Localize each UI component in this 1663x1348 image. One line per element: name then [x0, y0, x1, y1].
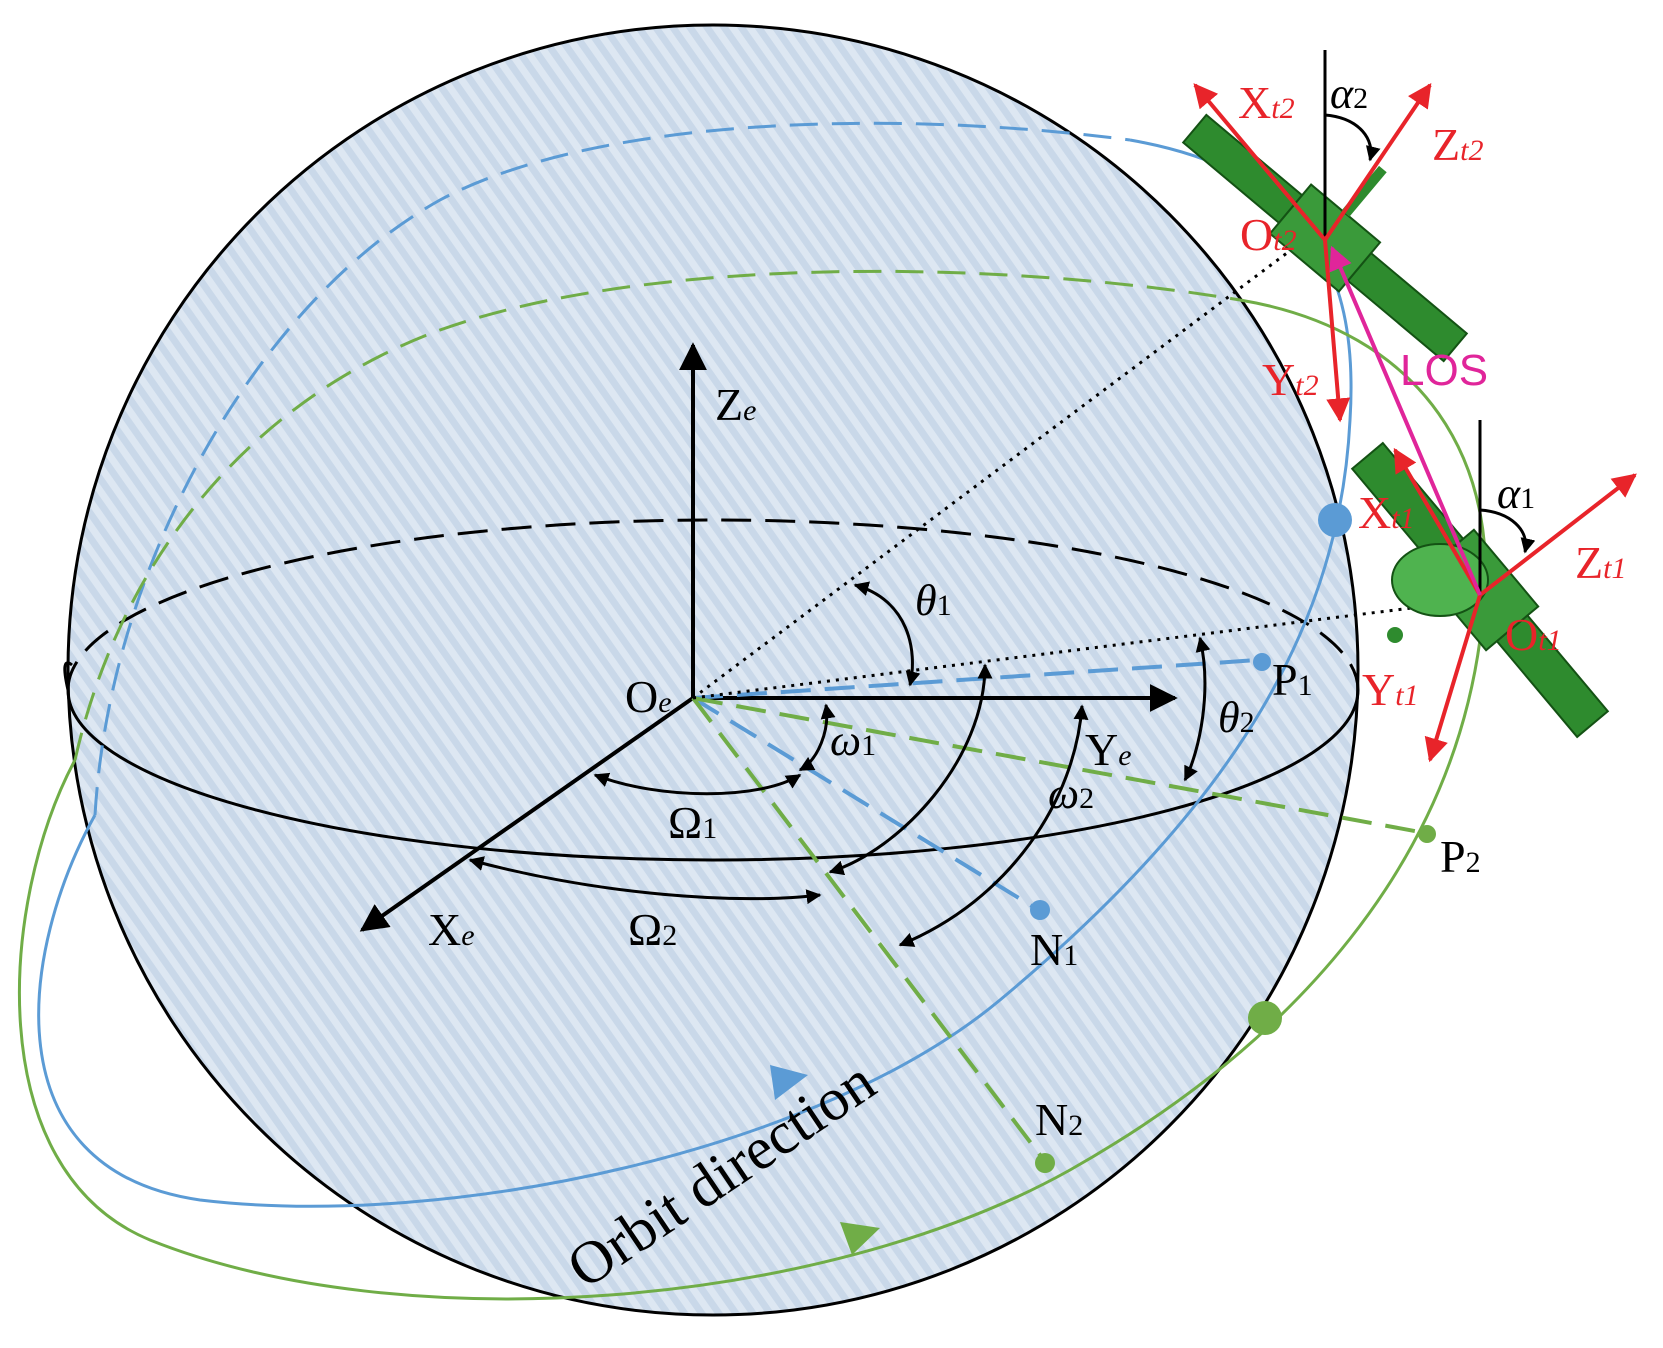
- p2-label: P2: [1440, 831, 1481, 882]
- ot2-label: Ot2: [1240, 209, 1297, 260]
- oe-label: Oe: [625, 671, 672, 722]
- point-p2: [1418, 825, 1436, 843]
- xt2-label: Xt2: [1238, 77, 1295, 128]
- xt1-label: Xt1: [1358, 487, 1415, 538]
- p1-label: P1: [1272, 654, 1313, 705]
- xe-label: Xe: [428, 904, 475, 955]
- los-label: LOS: [1400, 346, 1488, 395]
- los-vector: [1329, 245, 1482, 596]
- orbit2-direction-arrow: [840, 1222, 880, 1255]
- zt2-axis: [1323, 83, 1432, 242]
- alpha2-arc: [1324, 113, 1381, 162]
- orbit2-front: [17, 298, 1488, 1301]
- alpha1-arc: [1479, 508, 1536, 554]
- Omega1-arc: [593, 772, 802, 796]
- orbit1-back: [93, 121, 1131, 816]
- point-n1: [1030, 900, 1050, 920]
- omega1-arc: [798, 703, 836, 772]
- ot1-label: Ot1: [1505, 609, 1562, 660]
- xt1-axis: [1393, 447, 1482, 597]
- omega2-arc: [898, 704, 1089, 947]
- ze-label: Ze: [715, 379, 756, 430]
- omega2-label: ω2: [1048, 769, 1094, 818]
- x-axis: [359, 696, 695, 932]
- orbit2-back: [73, 269, 1241, 761]
- zt1-label: Zt1: [1575, 537, 1626, 588]
- theta1-label: θ1: [915, 576, 952, 625]
- dotted-oe-sat2: [692, 230, 1316, 700]
- yt2-label: Yt2: [1262, 354, 1319, 405]
- satellite2-track-point: [1248, 1001, 1282, 1035]
- theta2-arc: [1183, 636, 1211, 782]
- point-p1: [1253, 653, 1271, 671]
- yt1-axis: [1424, 594, 1482, 763]
- xt2-axis: [1193, 83, 1327, 242]
- theta2-label: θ2: [1218, 693, 1255, 742]
- zt1-axis: [1478, 473, 1637, 597]
- point-n2: [1035, 1153, 1055, 1173]
- ye-label: Ye: [1085, 724, 1132, 775]
- alpha2-label: α2: [1330, 69, 1368, 118]
- orbit1-direction-arrow: [770, 1065, 808, 1100]
- satellite1-track-point: [1318, 503, 1352, 537]
- omega1-label: ω1: [830, 716, 876, 765]
- alpha1-label: α1: [1497, 469, 1535, 518]
- Omega1-label: Ω1: [668, 797, 717, 848]
- omega1-to-Omega2-arc: [828, 663, 993, 876]
- Omega2-label: Ω2: [628, 904, 677, 955]
- equator-edge: [63, 661, 73, 691]
- earth-sphere: [66, 23, 1360, 1317]
- yt1-label: Yt1: [1362, 664, 1419, 715]
- n2-label: N2: [1035, 1094, 1083, 1145]
- yt2-axis: [1323, 239, 1351, 423]
- zt2-label: Zt2: [1432, 119, 1483, 170]
- Omega2-arc: [468, 856, 822, 905]
- n1-label: N1: [1030, 924, 1078, 975]
